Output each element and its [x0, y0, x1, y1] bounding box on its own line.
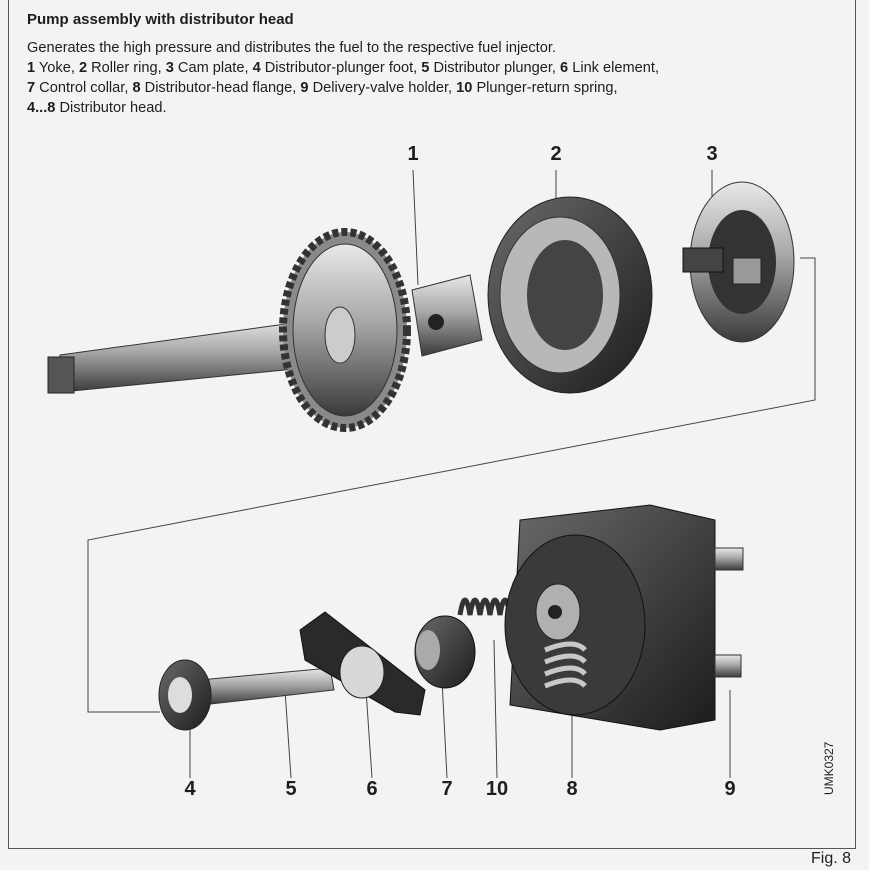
caption-line-2: 1 Yoke, 2 Roller ring, 3 Cam plate, 4 Di…	[27, 60, 660, 76]
caption-line-4: 4...8 Distributor head.	[27, 100, 167, 116]
figure-title: Pump assembly with distributor head	[27, 11, 294, 28]
label-cam-plate: 3	[706, 143, 718, 165]
label-plunger: 5	[285, 778, 297, 800]
label-head-flange: 8	[566, 778, 578, 800]
label-delivery-valve-holder: 9	[724, 778, 736, 800]
label-control-collar: 7	[441, 778, 453, 800]
label-roller-ring: 2	[550, 143, 562, 165]
roller-ring	[487, 196, 653, 394]
image-code: UMK0327	[822, 741, 836, 795]
figure-frame	[8, 0, 856, 849]
drive-shaft	[47, 228, 411, 432]
figure-label: Fig. 8	[810, 850, 851, 867]
distributor-plunger	[158, 659, 335, 731]
cam-plate	[682, 181, 795, 343]
link-element	[299, 611, 426, 716]
label-link-element: 6	[366, 778, 378, 800]
caption-line-3: 7 Control collar, 8 Distributor-head fla…	[27, 80, 618, 96]
label-yoke: 1	[407, 143, 419, 165]
yoke	[411, 274, 483, 357]
control-collar	[414, 615, 476, 689]
label-return-spring: 10	[485, 778, 509, 800]
caption-line-1: Generates the high pressure and distribu…	[27, 40, 556, 56]
distributor-head	[504, 504, 744, 731]
label-plunger-foot: 4	[184, 778, 196, 800]
